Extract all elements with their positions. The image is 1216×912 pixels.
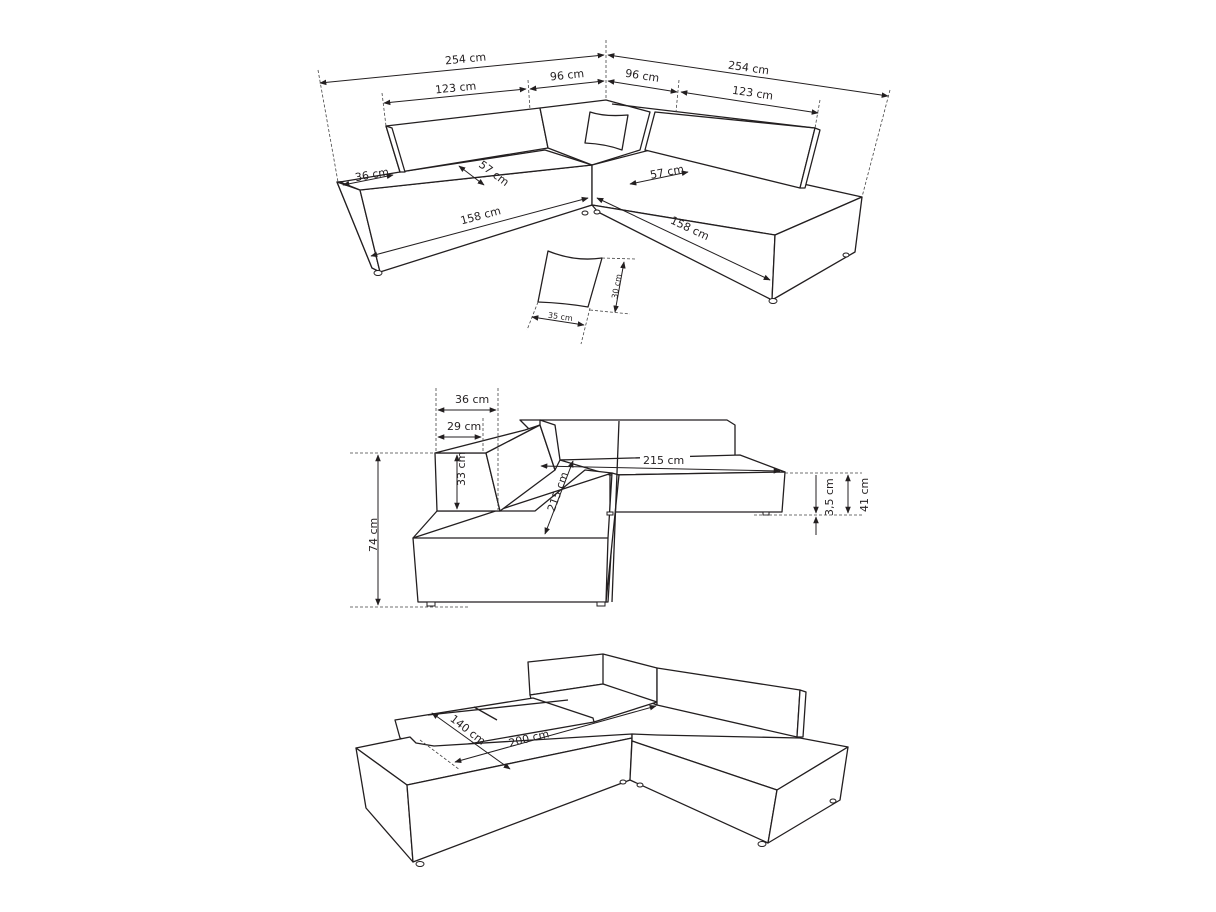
label-back-right: 123 cm [731, 84, 774, 103]
side-view: 36 cm 29 cm 33 cm 74 cm 215 cm 215 cm 3,… [350, 388, 871, 608]
label-total-height: 74 cm [367, 518, 380, 552]
label-back-left: 123 cm [434, 79, 476, 96]
label-armrest-left: 36 cm [354, 165, 390, 184]
label-overall-right: 254 cm [727, 59, 770, 78]
label-cushion-height: 30 cm [610, 273, 623, 299]
label-depth-diagonal: 215 cm [545, 470, 571, 513]
label-armrest-height: 33 cm [455, 452, 468, 486]
label-leg-height: 3,5 cm [823, 478, 836, 516]
label-seat-height: 41 cm [858, 478, 871, 512]
label-cushion-width: 35 cm [547, 311, 573, 323]
cushion-view: 30 cm 35 cm [526, 250, 636, 345]
label-overall-left: 254 cm [444, 50, 486, 67]
label-armrest-top: 29 cm [447, 420, 481, 433]
label-corner-right: 96 cm [624, 67, 660, 85]
label-corner-left: 96 cm [549, 67, 584, 84]
bed-view: 140 cm 200 cm [355, 653, 849, 867]
label-armrest-width: 36 cm [455, 393, 489, 406]
label-length: 215 cm [643, 454, 684, 467]
top-view: 254 cm 254 cm 123 cm 96 cm 96 cm 123 cm … [317, 40, 891, 304]
label-seat-depth-right: 57 cm [649, 162, 685, 181]
